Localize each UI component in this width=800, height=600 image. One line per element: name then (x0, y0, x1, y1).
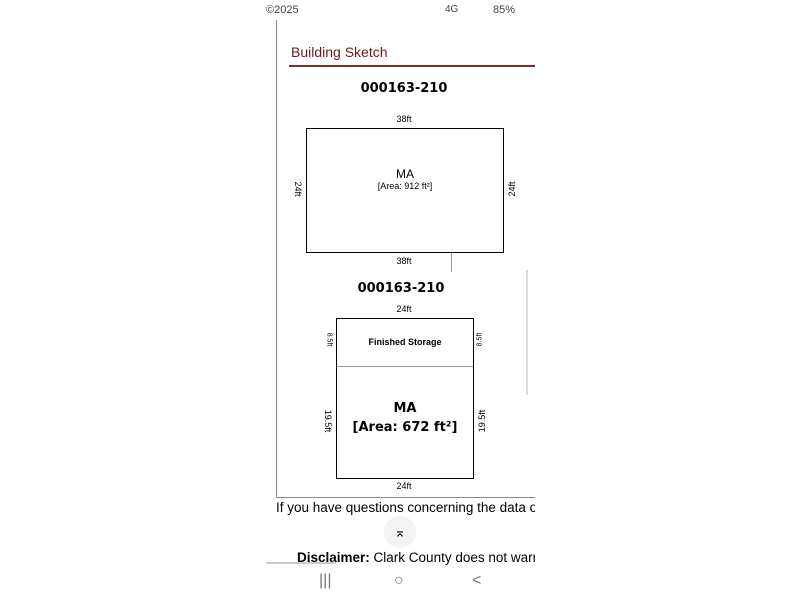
battery-level: 85% (493, 4, 516, 16)
connector-line (451, 253, 452, 272)
section-heading: Building Sketch (291, 44, 388, 60)
recents-button[interactable]: ||| (319, 572, 332, 589)
chevron-up-icon: ⌅ (394, 524, 406, 540)
dim-right: 24ft (507, 181, 517, 197)
dim-lower-left: 19.5ft (323, 409, 333, 433)
scroll-to-top-button[interactable]: ⌅ (384, 516, 416, 548)
dim-upper-right: 8.5ft (476, 332, 484, 347)
heading-divider (289, 65, 535, 67)
scrollbar[interactable] (526, 270, 528, 395)
sketch-area-ma: Finished Storage MA [Area: 672 ft²] (336, 318, 474, 479)
dim-left: 24ft (293, 181, 303, 197)
dim-top: 38ft (396, 114, 412, 124)
finished-storage-area: Finished Storage (337, 319, 473, 367)
status-time: ©2025 (266, 4, 299, 16)
sketch-title: 000163-210 (357, 281, 445, 296)
disclaimer-text: Clark County does not warrant (373, 550, 535, 565)
area-value: [Area: 912 ft²] (377, 181, 433, 191)
dim-top: 24ft (396, 304, 412, 314)
area-label: MA (396, 167, 414, 181)
home-button[interactable]: ○ (394, 572, 404, 589)
disclaimer: Disclaimer: Clark County does not warran… (297, 550, 535, 565)
questions-text: If you have questions concerning the dat… (276, 500, 535, 515)
sketch-title: 000163-210 (360, 81, 448, 96)
back-button[interactable]: < (472, 572, 482, 589)
dim-lower-right: 19.5ft (477, 409, 487, 433)
disclaimer-label: Disclaimer: (297, 550, 370, 565)
sketch-area-ma: MA [Area: 912 ft²] (306, 128, 504, 253)
content-border-bottom (276, 497, 535, 498)
area-value: [Area: 672 ft²] (352, 420, 458, 435)
dim-upper-left: 8.5ft (325, 332, 333, 347)
area-label: MA (393, 401, 417, 416)
network-icon: 4G (445, 4, 459, 15)
scroll-indicator (266, 562, 336, 564)
dim-bottom: 24ft (396, 481, 412, 491)
content-border (276, 20, 277, 497)
dim-bottom: 38ft (396, 256, 412, 266)
